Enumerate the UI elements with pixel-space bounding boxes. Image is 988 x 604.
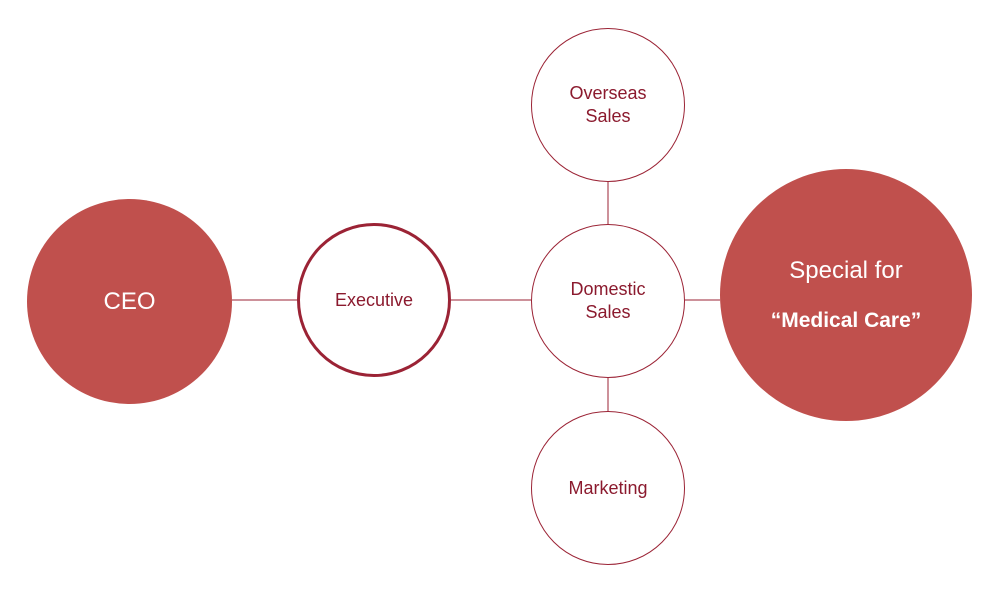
special-label-line2: “Medical Care”: [770, 309, 922, 332]
marketing-label: Marketing: [568, 477, 648, 498]
domestic-sales-label-line2: Sales: [585, 302, 631, 322]
overseas-sales-label-line1: Overseas: [569, 83, 647, 103]
special-medical-care-node: Special for “Medical Care”: [720, 169, 972, 421]
ceo-label: CEO: [103, 287, 156, 315]
ceo-node: CEO: [27, 199, 232, 404]
overseas-sales-node: Overseas Sales: [531, 28, 685, 182]
overseas-sales-label-line2: Sales: [585, 106, 631, 126]
executive-node: Executive: [297, 223, 451, 377]
marketing-node: Marketing: [531, 411, 685, 565]
executive-label: Executive: [334, 289, 414, 310]
domestic-sales-label-line1: Domestic: [570, 279, 646, 299]
special-label-line1: Special for: [789, 257, 903, 284]
domestic-sales-node: Domestic Sales: [531, 224, 685, 378]
